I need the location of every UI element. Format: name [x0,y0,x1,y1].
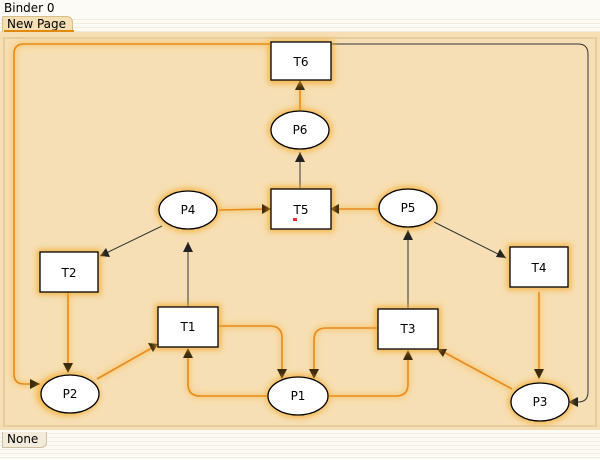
arc-p4-t2[interactable] [99,225,163,257]
status-indicator[interactable]: None [2,432,48,448]
place-p1[interactable]: P1 [267,376,329,416]
place-p3[interactable]: P3 [510,382,570,422]
tab-bar [0,16,600,32]
arrowhead-t3-up [403,350,413,360]
place-p5[interactable]: P5 [378,188,438,228]
arcs-layer [11,41,589,407]
arrowhead-p4 [183,242,193,252]
arrowhead-p3-right [568,397,578,407]
arrowhead-t4 [496,249,506,258]
token-marker [293,218,297,221]
canvas-frame [3,37,597,427]
transition-label: T1 [180,320,196,334]
arrowhead-t5-left [262,204,271,214]
place-p6[interactable]: P6 [270,110,330,150]
arrowhead-p1-left [277,369,287,379]
arrowhead-p6 [295,152,305,162]
arrowhead-p1-right [309,369,319,379]
arrowhead-t6 [295,80,305,90]
active-tab-indicator [4,30,74,32]
arc-p5-t4[interactable] [433,221,507,259]
petri-net-canvas[interactable]: T6 T5 T2 T4 T1 T3 [0,32,600,430]
place-label: P5 [401,201,416,215]
arrowhead-p2-top [63,363,73,373]
arc-p1-t1[interactable] [187,350,270,397]
place-label: P2 [63,387,78,401]
place-p2[interactable]: P2 [40,374,100,414]
arc-p2-t1[interactable] [96,344,158,380]
transition-t1[interactable]: T1 [157,306,219,348]
arc-t1-p1[interactable] [219,325,283,378]
place-p4[interactable]: P4 [158,190,218,230]
transition-t3[interactable]: T3 [377,308,439,350]
arrowhead-p3-top [534,369,544,379]
transition-label: T3 [400,322,416,336]
transition-t4[interactable]: T4 [509,246,569,288]
arc-t3-p1[interactable] [313,327,377,378]
petri-net-diagram[interactable]: T6 T5 T2 T4 T1 T3 [0,32,600,430]
arrowhead-t2 [100,248,110,257]
place-label: P1 [291,389,306,403]
transition-label: T5 [293,203,309,217]
transition-t5[interactable]: T5 [270,188,332,230]
transition-label: T4 [531,261,547,275]
arrowhead-t5-right [330,204,339,214]
arc-t6-p3[interactable] [331,43,589,403]
transition-t6[interactable]: T6 [270,41,332,81]
place-label: P4 [181,203,196,217]
transition-t2[interactable]: T2 [39,251,99,293]
status-bar [0,430,600,460]
arrowhead-p2-left [30,379,40,389]
transition-label: T2 [61,266,77,280]
arc-t6-p2[interactable] [13,43,270,385]
tab-new-page[interactable]: New Page [2,16,74,33]
arrowhead-t1-up [183,348,193,358]
arrowhead-p5 [403,230,413,240]
place-label: P3 [533,395,548,409]
binder-title: Binder 0 [4,1,55,15]
place-label: P6 [293,123,308,137]
transition-label: T6 [293,55,309,69]
arc-p3-t3[interactable] [437,348,513,390]
arc-p1-t3[interactable] [329,352,409,397]
